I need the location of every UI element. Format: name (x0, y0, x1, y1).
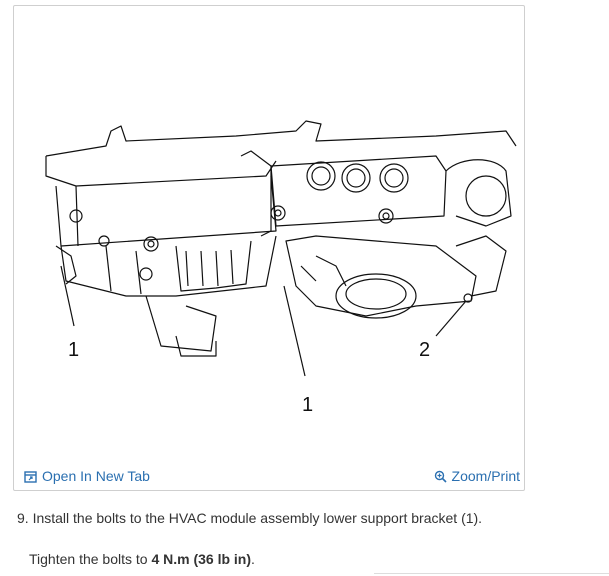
torque-instruction: Tighten the bolts to 4 N.m (36 lb in). (29, 551, 255, 567)
open-in-new-tab-link[interactable]: Open In New Tab (24, 468, 150, 484)
callout-1-left: 1 (68, 339, 79, 361)
torque-prefix: Tighten the bolts to (29, 551, 152, 567)
torque-value: 4 N.m (36 lb in) (151, 551, 252, 567)
open-in-new-tab-label: Open In New Tab (42, 468, 150, 484)
callout-2-right: 2 (419, 339, 430, 361)
torque-suffix: . (251, 551, 255, 567)
step-instruction: 9. Install the bolts to the HVAC module … (17, 510, 483, 526)
figure-frame: 1 1 2 Open In New Tab Zoom/Print (13, 5, 525, 491)
callout-1-center: 1 (302, 394, 313, 416)
zoom-icon (434, 470, 447, 483)
open-in-new-tab-icon (24, 470, 37, 483)
zoom-print-label: Zoom/Print (451, 468, 520, 484)
divider (374, 573, 609, 574)
zoom-print-link[interactable]: Zoom/Print (434, 468, 520, 484)
hvac-module-diagram[interactable]: 1 1 2 (16, 116, 524, 436)
